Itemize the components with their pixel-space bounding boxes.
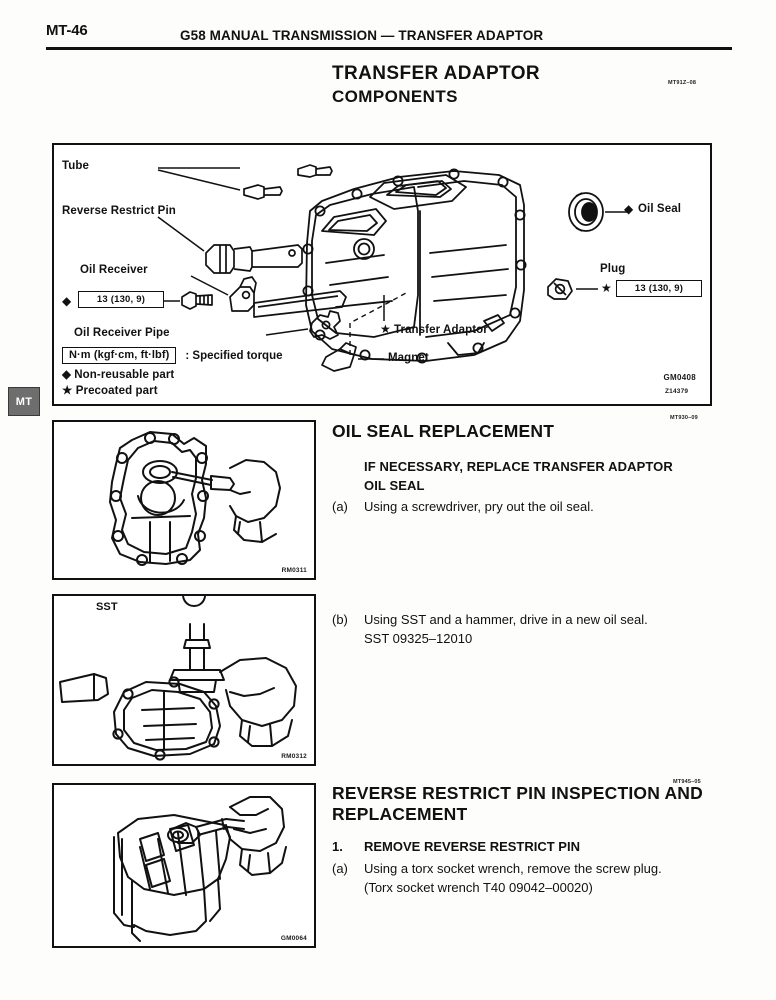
step-text-reverse-a-line2: (Torx socket wrench T40 09042–00020): [364, 879, 593, 895]
step-text-1: REMOVE REVERSE RESTRICT PIN: [364, 839, 580, 854]
star-symbol-transfer-adaptor: ★: [380, 322, 391, 336]
legend-non-reusable: ◆ Non-reusable part: [62, 367, 283, 381]
figure-pry-out-oil-seal: RM0311: [52, 420, 316, 580]
step-marker-a: (a): [332, 499, 348, 514]
reference-code-reverse-pin: MT945–05: [673, 779, 701, 785]
callout-tube: Tube: [62, 160, 90, 172]
step-text-b-sst: SST 09325–12010: [364, 630, 473, 646]
torque-value-oil-receiver-bolt: 13 (130, 9): [78, 291, 164, 308]
section-title-line1: TRANSFER ADAPTOR: [332, 63, 541, 84]
legend-precoated-label: Precoated part: [75, 385, 158, 397]
legend-non-reusable-label: Non-reusable part: [74, 369, 175, 381]
section-title-transfer-adaptor: TRANSFER ADAPTOR COMPONENTS: [332, 62, 540, 107]
figure-drive-in-oil-seal: SST RM0312: [52, 594, 316, 766]
exploded-view-drawing: [157, 164, 627, 372]
drive-oil-seal-drawing: [59, 596, 297, 761]
callout-plug: Plug: [600, 263, 626, 275]
torx-wrench-drawing: [113, 796, 287, 942]
heading-oil-seal-replacement: OIL SEAL REPLACEMENT: [332, 421, 555, 441]
step-marker-reverse-a: (a): [332, 861, 348, 876]
heading-reverse-line1: REVERSE RESTRICT PIN INSPECTION AND: [332, 783, 703, 803]
reference-code-components: MT91Z–08: [668, 80, 697, 86]
legend-torque-meaning: : Specified torque: [185, 349, 283, 362]
callout-reverse-restrict-pin: Reverse Restrict Pin: [62, 205, 176, 217]
step-text-b: Using SST and a hammer, drive in a new o…: [364, 612, 648, 627]
diamond-symbol-oil-receiver-bolt: ◆: [62, 294, 72, 308]
figure-remove-screw-plug: GM0064: [52, 783, 316, 948]
heading-reverse-line2: REPLACEMENT: [332, 804, 468, 825]
header-divider: [46, 47, 732, 50]
step-text-a: Using a screwdriver, pry out the oil sea…: [364, 499, 594, 514]
heading-reverse-restrict-pin: REVERSE RESTRICT PIN INSPECTION AND REPL…: [332, 783, 722, 826]
diamond-symbol-oil-seal: ◆: [624, 202, 634, 216]
step-marker-1: 1.: [332, 839, 343, 854]
figure-label-sst: SST: [96, 601, 118, 613]
star-symbol-plug: ★: [601, 281, 612, 295]
components-legend: N·m (kgf·cm, ft·lbf) : Specified torque ◆…: [62, 347, 283, 397]
page-header-title: G58 MANUAL TRANSMISSION — TRANSFER ADAPT…: [180, 28, 544, 43]
figure-code-rm0312: RM0312: [281, 753, 307, 760]
torque-value-plug: 13 (130, 9): [616, 280, 702, 297]
figure-code-gm0064: GM0064: [280, 935, 307, 942]
section-title-line2: COMPONENTS: [332, 86, 458, 106]
figure-code-gm0408: GM0408: [663, 373, 696, 382]
figure-transfer-adaptor-components: Tube ◆ Oil Seal Reverse Restrict Pin Oil…: [52, 143, 712, 406]
callout-oil-receiver: Oil Receiver: [80, 264, 148, 276]
callout-oil-seal: Oil Seal: [638, 203, 681, 215]
step-reverse-a: (a) Using a torx socket wrench, remove t…: [332, 860, 762, 898]
step-text-reverse-a-line1: Using a torx socket wrench, remove the s…: [364, 861, 662, 876]
reference-code-oil-seal: MT930–09: [670, 415, 698, 421]
subheading-if-necessary: IF NECESSARY, REPLACE TRANSFER ADAPTOR O…: [364, 458, 764, 496]
pry-oil-seal-drawing: [109, 431, 281, 566]
diamond-symbol-legend: ◆: [62, 369, 71, 381]
step-reverse-1: 1. REMOVE REVERSE RESTRICT PIN: [332, 838, 752, 857]
figure-code-z14379: Z14379: [665, 388, 689, 395]
step-oil-seal-a: (a) Using a screwdriver, pry out the oil…: [332, 498, 752, 517]
page-number: MT-46: [46, 22, 88, 39]
star-symbol-legend: ★: [62, 385, 73, 397]
figure-code-rm0311: RM0311: [281, 567, 307, 574]
step-oil-seal-b: (b) Using SST and a hammer, drive in a n…: [332, 611, 752, 649]
step-marker-b: (b): [332, 612, 348, 627]
margin-tab-mt: MT: [8, 387, 40, 416]
legend-torque-unit: N·m (kgf·cm, ft·lbf): [62, 347, 177, 365]
subheading-line2: OIL SEAL: [364, 477, 425, 493]
subheading-line1: IF NECESSARY, REPLACE TRANSFER ADAPTOR: [364, 459, 673, 474]
callout-transfer-adaptor: Transfer Adaptor: [394, 324, 488, 336]
callout-oil-receiver-pipe: Oil Receiver Pipe: [74, 327, 170, 339]
callout-magnet: Magnet: [388, 352, 429, 364]
legend-precoated: ★ Precoated part: [62, 383, 283, 397]
